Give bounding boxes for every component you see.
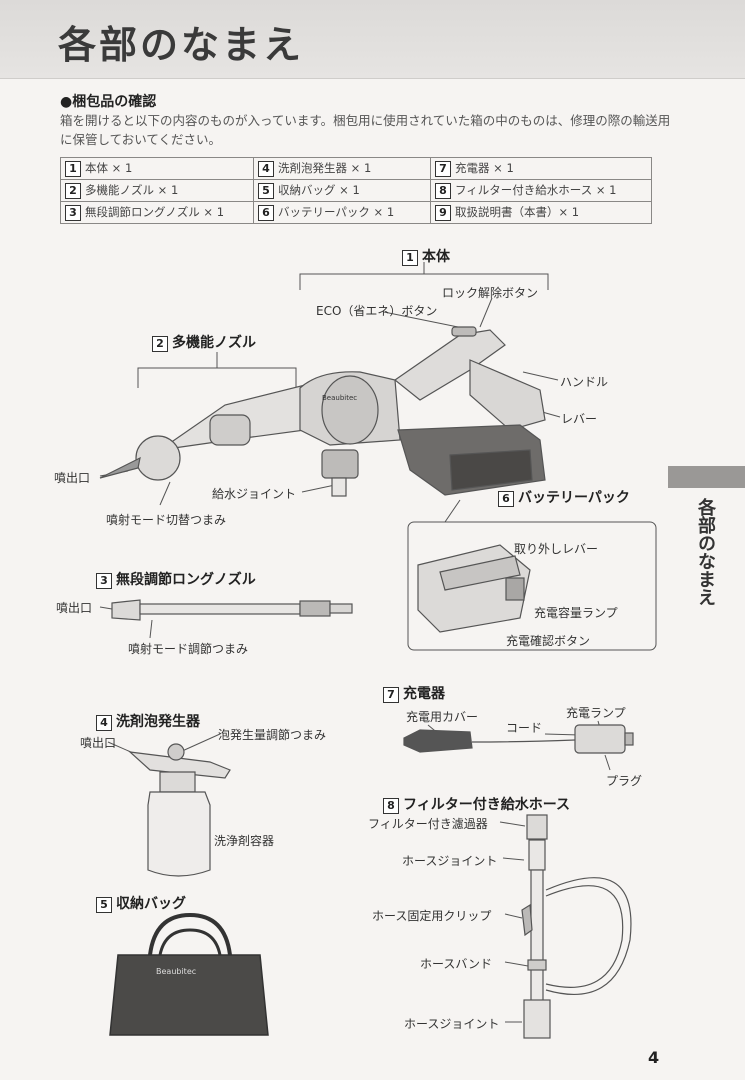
header-bar: [0, 0, 745, 79]
side-tab-label: 各部のなまえ: [695, 498, 716, 606]
item-label: フィルター付き給水ホース × 1: [455, 183, 617, 197]
label-release-lever: 取り外しレバー: [514, 542, 599, 556]
bag-number: 5: [96, 897, 112, 913]
label-hose-joint-top: ホースジョイント: [402, 854, 498, 868]
item-number: 5: [258, 183, 274, 199]
label-charger-plug: プラグ: [606, 774, 643, 788]
label-water-joint: 給水ジョイント: [212, 487, 297, 501]
table-row: 2 多機能ノズル × 1 5 収納バッグ × 1 8 フィルター付き給水ホース × 1: [60, 179, 652, 202]
table-cell: 6 バッテリーパック × 1: [253, 201, 431, 224]
hose-title-text: フィルター付き給水ホース: [403, 797, 571, 813]
main-body-brand: Beaubitec: [322, 394, 357, 402]
bag-title-text: 収納バッグ: [116, 896, 186, 912]
package-check-intro: 箱を開けると以下の内容のものが入っています。梱包用に使用されていた箱の中のものは…: [60, 113, 671, 147]
long-nozzle-title-text: 無段調節ロングノズル: [116, 572, 256, 588]
item-number: 6: [258, 205, 274, 221]
label-multi-outlet: 噴出口: [54, 471, 91, 485]
label-charger-cord: コード: [506, 721, 543, 735]
table-cell: 2 多機能ノズル × 1: [60, 179, 254, 202]
table-cell: 9 取扱説明書（本書）× 1: [430, 201, 652, 224]
table-row: 1 本体 × 1 4 洗剤泡発生器 × 1 7 充電器 × 1: [60, 157, 652, 180]
multi-nozzle-number: 2: [152, 336, 168, 352]
label-charger-lamp: 充電ランプ: [566, 706, 626, 720]
item-label: バッテリーパック × 1: [278, 205, 395, 219]
bag-brand: Beaubitec: [156, 967, 196, 976]
foam-number: 4: [96, 715, 112, 731]
long-nozzle-number: 3: [96, 573, 112, 589]
item-label: 本体 × 1: [85, 161, 133, 175]
label-hose-joint-bottom: ホースジョイント: [404, 1017, 500, 1031]
charger-title-text: 充電器: [403, 686, 445, 702]
item-number: 9: [435, 205, 451, 221]
item-number: 3: [65, 205, 81, 221]
table-cell: 7 充電器 × 1: [430, 157, 652, 180]
item-label: 充電器 × 1: [455, 161, 514, 175]
main-body-number: 1: [402, 250, 418, 266]
label-hose-clip: ホース固定用クリップ: [372, 909, 492, 923]
label-long-mode-knob: 噴射モード調節つまみ: [128, 642, 249, 656]
main-body-title-text: 本体: [422, 249, 450, 265]
label-eco-button: ECO（省エネ）ボタン: [316, 304, 438, 318]
label-long-outlet: 噴出口: [56, 601, 93, 615]
item-label: 多機能ノズル × 1: [85, 183, 179, 197]
package-check-title: ●梱包品の確認: [60, 94, 157, 110]
item-label: 無段調節ロングノズル × 1: [85, 205, 225, 219]
label-charger-cover: 充電用カバー: [406, 710, 479, 724]
multi-nozzle-title-text: 多機能ノズル: [172, 335, 256, 351]
item-number: 1: [65, 161, 81, 177]
table-row: 3 無段調節ロングノズル × 1 6 バッテリーパック × 1 9 取扱説明書（本書）…: [60, 201, 652, 224]
label-foam-container: 洗浄剤容器: [214, 834, 275, 848]
table-cell: 5 収納バッグ × 1: [253, 179, 431, 202]
item-number: 2: [65, 183, 81, 199]
label-check-button: 充電確認ボタン: [506, 634, 591, 648]
label-lever: レバー: [561, 412, 598, 426]
side-tab: [668, 466, 745, 488]
label-foam-outlet: 噴出口: [80, 736, 117, 750]
battery-number: 6: [498, 491, 514, 507]
item-number: 4: [258, 161, 274, 177]
label-hose-filter: フィルター付き濾過器: [368, 817, 488, 831]
item-number: 8: [435, 183, 451, 199]
label-charge-lamp: 充電容量ランプ: [534, 606, 618, 620]
label-lock-button: ロック解除ボタン: [442, 286, 539, 300]
item-label: 取扱説明書（本書）× 1: [455, 205, 580, 219]
battery-title-text: バッテリーパック: [518, 490, 630, 506]
page-number: 4: [648, 1048, 660, 1067]
item-label: 収納バッグ × 1: [278, 183, 360, 197]
label-hose-band: ホースバンド: [420, 957, 493, 971]
contents-table: 1 本体 × 1 4 洗剤泡発生器 × 1 7 充電器 × 1 2 多機能ノズル × 1…: [60, 157, 652, 224]
foam-title-text: 洗剤泡発生器: [116, 714, 200, 730]
hose-number: 8: [383, 798, 399, 814]
label-handle: ハンドル: [560, 375, 609, 389]
page-title: 各部のなまえ: [58, 23, 305, 67]
table-cell: 3 無段調節ロングノズル × 1: [60, 201, 254, 224]
charger-number: 7: [383, 687, 399, 703]
label-foam-knob: 泡発生量調節つまみ: [218, 728, 327, 742]
item-label: 洗剤泡発生器 × 1: [278, 161, 372, 175]
item-number: 7: [435, 161, 451, 177]
label-multi-mode-knob: 噴射モード切替つまみ: [106, 513, 227, 527]
